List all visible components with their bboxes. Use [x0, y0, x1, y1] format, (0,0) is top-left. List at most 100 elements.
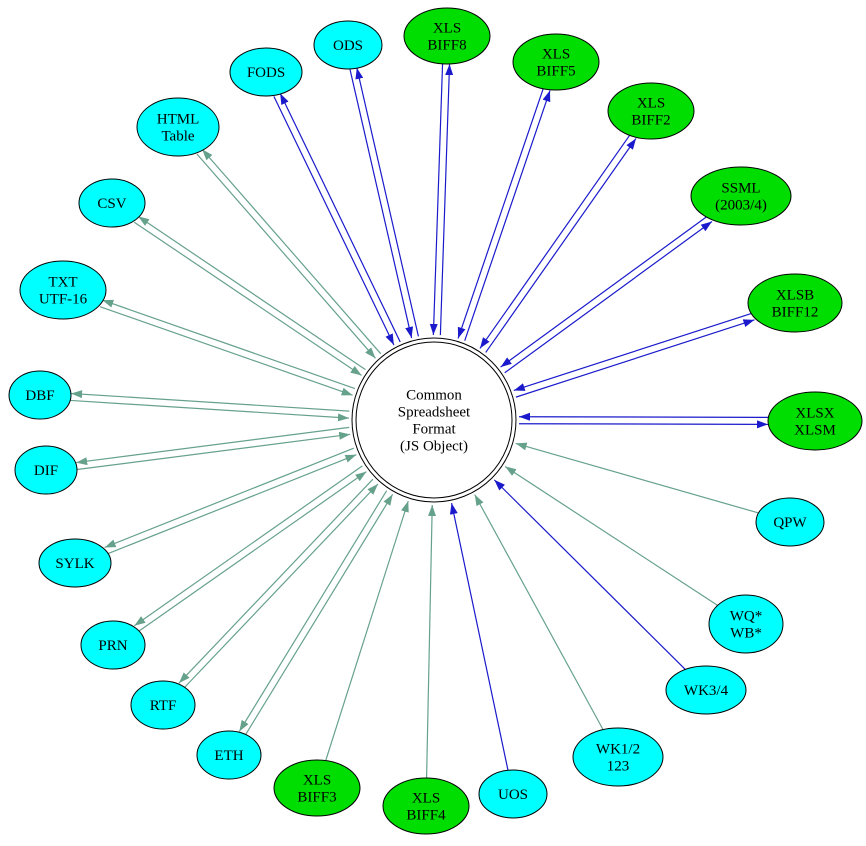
edge-fods-to-center — [273, 96, 395, 346]
node-ellipse-csv — [78, 178, 146, 228]
edge-csv-to-center — [133, 221, 362, 376]
node-label: ODS — [333, 38, 363, 54]
node-ellipse-uos — [478, 769, 548, 819]
edge-prn-from-center — [134, 465, 363, 627]
node-label: WK3/4 — [684, 683, 729, 699]
node-ellipse-fods — [229, 47, 303, 97]
node-label: WQ*WB* — [730, 609, 763, 642]
node-ellipse-txt-utf-16 — [19, 260, 107, 320]
edge-csv-from-center — [137, 215, 366, 371]
node-ellipse-xls-biff4 — [382, 777, 470, 835]
edge-ods-from-center — [355, 67, 419, 337]
edge-xls-biff4-to-center — [425, 504, 437, 779]
edge-ods-to-center — [349, 69, 414, 339]
edge-html-table-to-center — [196, 153, 376, 359]
edge-xls-biff2-from-center — [485, 138, 637, 353]
node-fods: FODS — [229, 47, 303, 97]
edge-xls-biff8-to-center — [429, 63, 444, 335]
edge-txt-utf-16-to-center — [99, 306, 353, 396]
edge-xlsb-biff12-from-center — [515, 319, 755, 398]
edge-dbf-to-center — [70, 399, 349, 422]
center-inner-circle — [355, 341, 513, 499]
edge-dif-from-center — [76, 426, 350, 466]
edge-dbf-from-center — [71, 390, 350, 412]
node-label: RTF — [150, 698, 177, 714]
node-rtf: RTF — [130, 680, 196, 730]
edge-xlsx-xlsm-to-center — [519, 412, 769, 421]
node-prn: PRN — [80, 620, 146, 670]
node-dif: DIF — [14, 445, 78, 495]
node-ellipse-xls-biff5 — [512, 33, 600, 91]
edge-html-table-from-center — [201, 148, 382, 355]
edge-xls-biff2-to-center — [479, 134, 631, 349]
edge-wq-wb-to-center — [504, 466, 718, 606]
edge-eth-from-center — [238, 490, 388, 732]
node-ellipse-xlsx-xlsm — [767, 391, 863, 451]
edge-wk3-4-to-center — [493, 479, 686, 670]
node-ellipse-rtf — [130, 680, 196, 730]
edge-txt-utf-16-from-center — [102, 299, 356, 390]
node-label: FODS — [247, 65, 285, 81]
node-ellipse-xls-biff3 — [273, 759, 361, 817]
node-ellipse-wk1-2-123 — [572, 727, 664, 787]
node-sylk: SYLK — [38, 538, 112, 588]
node-label: DIF — [34, 463, 58, 479]
node-label: SSML(2003/4) — [715, 181, 767, 214]
edge-xls-biff5-from-center — [464, 90, 551, 341]
edge-xls-biff8-from-center — [439, 64, 454, 336]
node-csv: CSV — [78, 178, 146, 228]
node-ellipse-xls-biff2 — [607, 82, 695, 140]
node-ellipse-xlsb-biff12 — [747, 273, 843, 333]
node-label: ETH — [214, 748, 243, 764]
node-ssml-2003-4: SSML(2003/4) — [690, 166, 792, 226]
edge-sylk-to-center — [106, 454, 357, 555]
edge-eth-to-center — [244, 494, 394, 736]
edge-uos-to-center — [449, 503, 509, 771]
node-ellipse-dif — [14, 445, 78, 495]
edge-qpw-to-center — [515, 442, 759, 514]
node-ods: ODS — [313, 20, 383, 70]
node-ellipse-prn — [80, 620, 146, 670]
node-ellipse-qpw — [755, 497, 825, 547]
node-label: CSV — [97, 196, 126, 212]
node-label: PRN — [98, 638, 127, 654]
edge-ssml-2003-4-to-center — [500, 215, 709, 368]
edge-xlsx-xlsm-from-center — [518, 420, 768, 429]
edge-ssml-2003-4-from-center — [504, 221, 713, 374]
edge-fods-from-center — [279, 93, 401, 343]
node-label: UOS — [498, 787, 528, 803]
node-eth: ETH — [196, 730, 262, 780]
node-ellipse-ssml-2003-4 — [690, 166, 792, 226]
edge-xlsb-biff12-to-center — [513, 312, 753, 392]
node-qpw: QPW — [755, 497, 825, 547]
node-ellipse-sylk — [38, 538, 112, 588]
node-ellipse-dbf — [8, 370, 72, 420]
edge-rtf-from-center — [178, 478, 374, 684]
edge-prn-to-center — [138, 471, 367, 632]
node-label: QPW — [773, 515, 807, 531]
edge-rtf-to-center — [183, 483, 379, 689]
node-dbf: DBF — [8, 370, 72, 420]
edge-dif-to-center — [76, 431, 351, 471]
node-ellipse-ods — [313, 20, 383, 70]
node-ellipse-html-table — [136, 97, 220, 157]
